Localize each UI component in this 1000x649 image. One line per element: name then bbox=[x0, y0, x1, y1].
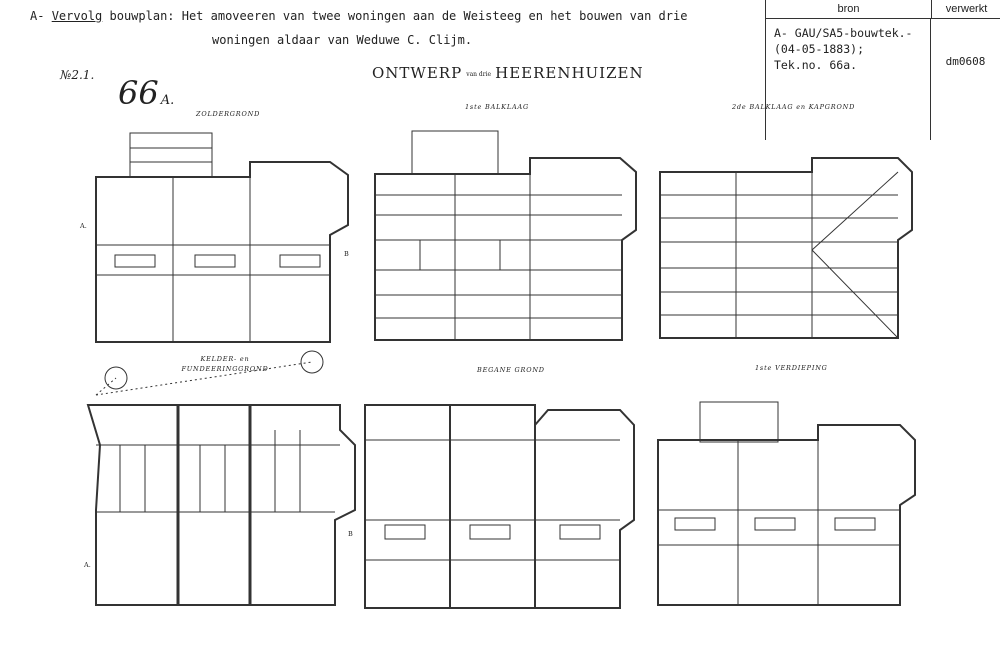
title-part-2: HEERENHUIZEN bbox=[495, 64, 644, 82]
plan-zoldergrond bbox=[95, 132, 349, 343]
sheet-number-value: 66 bbox=[118, 74, 159, 112]
section-mark-b-top: B bbox=[344, 250, 349, 258]
label-balklaag-2: 2de BALKLAAG en KAPGROND bbox=[732, 103, 856, 111]
source-table: bron verwerkt A- GAU/SA5-bouwtek.- (04-0… bbox=[765, 0, 1000, 140]
verwerkt-cell: dm0608 bbox=[945, 55, 986, 68]
reference-number: №2.1. bbox=[60, 68, 95, 82]
plan-verdieping bbox=[657, 401, 916, 606]
prefix: A- bbox=[30, 9, 45, 23]
bron-line-3: Tek.no. 66a. bbox=[774, 58, 858, 72]
sheet-suffix: A. bbox=[160, 93, 175, 108]
bron-cell: A- GAU/SA5-bouwtek.- (04-05-1883); Tek.n… bbox=[766, 19, 931, 140]
section-mark-b-bottom: B bbox=[348, 530, 353, 538]
label-verdieping: 1ste VERDIEPING bbox=[755, 364, 828, 372]
label-begane-grond: BEGANE GROND bbox=[477, 366, 545, 374]
verwerkt-header: verwerkt bbox=[945, 3, 988, 15]
section-mark-a-bottom: A. bbox=[84, 561, 91, 569]
title-part-1: ONTWERP bbox=[372, 64, 463, 82]
plan-balklaag-1 bbox=[374, 130, 637, 341]
description-rest: bouwplan: Het amoveeren van twee woninge… bbox=[102, 9, 688, 23]
plan-kelder bbox=[86, 350, 356, 606]
title-small: van drie bbox=[466, 70, 492, 78]
source-table-header: bron verwerkt bbox=[766, 0, 1000, 19]
bron-line-1: A- GAU/SA5-bouwtek.- bbox=[774, 26, 913, 40]
description-header: A- Vervolg bouwplan: Het amoveeren van t… bbox=[30, 4, 687, 52]
plan-balklaag-2 bbox=[659, 157, 913, 339]
label-kelder: KELDER- en FUNDEERINGGROND bbox=[181, 355, 269, 373]
label-zoldergrond: ZOLDERGROND bbox=[196, 110, 261, 118]
source-table-body: A- GAU/SA5-bouwtek.- (04-05-1883); Tek.n… bbox=[766, 19, 1000, 140]
section-mark-a-top: A. bbox=[80, 222, 87, 230]
label-balklaag-1: 1ste BALKLAAG bbox=[465, 103, 529, 111]
description-line-2: woningen aldaar van Weduwe C. Clijm. bbox=[212, 33, 473, 47]
plan-begane-grond bbox=[364, 404, 635, 609]
underlined-word: Vervolg bbox=[51, 9, 103, 23]
bron-header: bron bbox=[766, 0, 932, 18]
bron-line-2: (04-05-1883); bbox=[774, 42, 865, 56]
description-line-1: A- Vervolg bouwplan: Het amoveeren van t… bbox=[30, 4, 687, 28]
